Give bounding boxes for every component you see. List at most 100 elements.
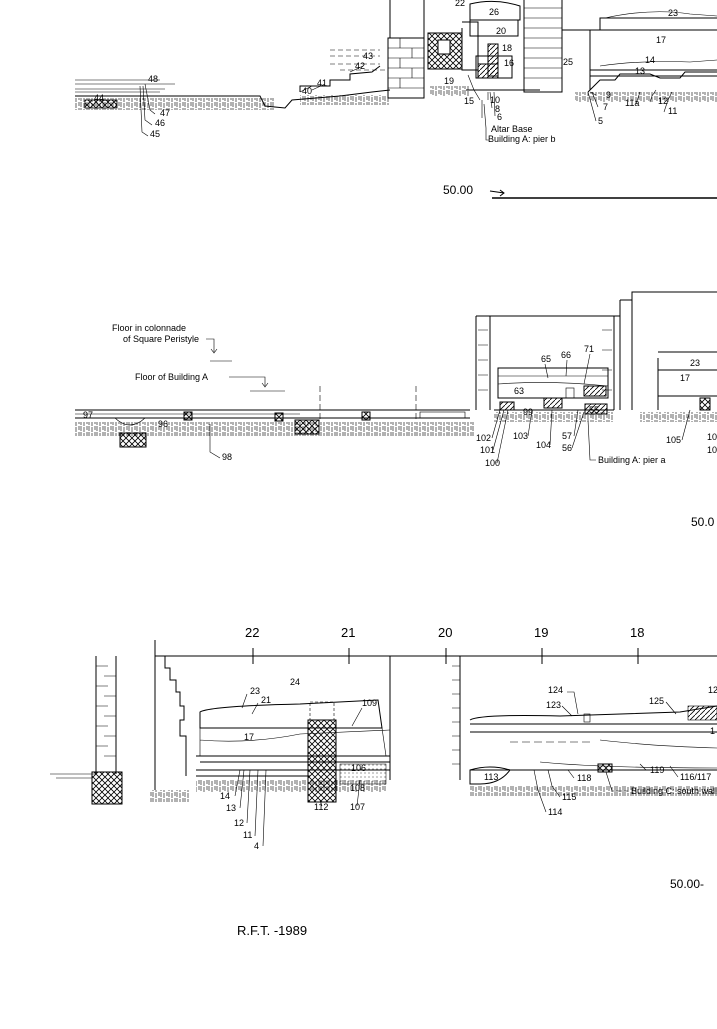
layer-label: 12 [708, 685, 717, 695]
layer-label: 57 [562, 431, 572, 441]
layer-label: 23 [668, 8, 678, 18]
layer-label: 19 [444, 76, 454, 86]
layer-label: 18 [502, 43, 512, 53]
layer-label: 65 [541, 354, 551, 364]
layer-label: 12 [658, 96, 668, 106]
layer-label: 99 [523, 407, 533, 417]
stone-column [523, 0, 563, 93]
layer-label: 11 [243, 830, 252, 840]
building-c-south-wall-label: Building C: south wall [631, 786, 717, 796]
layer-label: 107 [707, 445, 717, 455]
layer-label: 25 [563, 57, 573, 67]
layer-label: 102 [476, 433, 491, 443]
middle-section: Floor in colonnade of Square Peristyle F… [75, 291, 717, 529]
layer-label: 63 [514, 386, 524, 396]
grid-label: 22 [245, 625, 259, 640]
layer-label: 43 [363, 51, 373, 61]
layer-label: 1 [710, 726, 715, 736]
building-a-pier-a [475, 291, 717, 422]
top-section: 22 26 20 23 17 18 16 14 13 19 15 10 8 6 … [75, 0, 717, 199]
layer-label: 21 [261, 695, 271, 705]
layer-label: 98 [222, 452, 232, 462]
layer-label: 96 [158, 419, 168, 429]
layer-label: 13 [635, 66, 645, 76]
layer-label: 24 [290, 677, 300, 687]
left-pier [50, 656, 123, 805]
layer-label: 22 [455, 0, 465, 8]
altar-base-label: Altar Base [491, 124, 533, 134]
datum-label: 50.00- [670, 877, 704, 891]
layer-label: 10 [707, 432, 717, 442]
layer-label: 47 [160, 108, 170, 118]
colonnade-floor-label: Floor in colonnade [112, 323, 186, 333]
grid-label: 20 [438, 625, 452, 640]
layer-label: 5 [598, 116, 603, 126]
layer-label: 6 [497, 112, 502, 122]
layer-label: 41 [317, 78, 327, 88]
layer-label: 16 [504, 58, 514, 68]
layer-label: 112 [314, 802, 328, 812]
layer-label: 101 [480, 445, 495, 455]
datum-label: 50.0 [691, 515, 715, 529]
layer-label: 42 [355, 61, 365, 71]
grid-label: 19 [534, 625, 548, 640]
layer-label: 11 [668, 106, 677, 116]
layer-label: 46 [155, 118, 165, 128]
layer-label: 20 [496, 26, 506, 36]
layer-label: 23 [250, 686, 260, 696]
masonry-wall [387, 0, 425, 99]
drafter-signature: R.F.T. -1989 [237, 923, 307, 938]
layer-label: 106 [351, 763, 366, 773]
layer-label: 113 [484, 772, 498, 782]
layer-label: 104 [536, 440, 551, 450]
layer-label: 116/117 [680, 772, 711, 782]
layer-label: 17 [656, 35, 666, 45]
layer-label: 7 [603, 102, 608, 112]
layer-label: 45 [150, 129, 160, 139]
layer-label: 118 [577, 773, 591, 783]
layer-label: 114 [548, 807, 562, 817]
building-a-floor-label: Floor of Building A [135, 372, 208, 382]
layer-label: 23 [690, 358, 700, 368]
layer-label: 109 [362, 698, 377, 708]
layer-label: 100 [485, 458, 500, 468]
stepped-wall [150, 640, 190, 802]
layer-label: 15 [464, 96, 474, 106]
layer-label: 4 [254, 841, 259, 851]
layer-label: 48 [148, 74, 158, 84]
layer-label: 14 [645, 55, 655, 65]
layer-label: 40 [302, 86, 312, 96]
building-a-pier-a-label: Building A: pier a [598, 455, 666, 465]
layer-label: 55 [589, 405, 599, 415]
layer-label: 10 [490, 95, 500, 105]
layer-label: 9 [606, 90, 611, 100]
layer-label: 66 [561, 350, 571, 360]
peristyle-label: of Square Peristyle [123, 334, 199, 344]
datum-label: 50.00 [443, 183, 473, 197]
layer-label: 103 [513, 431, 528, 441]
grid-label: 21 [341, 625, 355, 640]
layer-label: 97 [83, 410, 93, 420]
layer-label: 44 [94, 93, 104, 103]
layer-label: 123 [546, 700, 561, 710]
layer-label: 56 [562, 443, 572, 453]
layer-label: 71 [584, 344, 594, 354]
layer-label: 124 [548, 685, 563, 695]
layer-label: 105 [666, 435, 681, 445]
layer-label: 125 [649, 696, 664, 706]
layer-label: 12 [234, 818, 244, 828]
layer-label: 26 [489, 7, 499, 17]
layer-label: 107 [350, 802, 365, 812]
layer-label: 115 [562, 792, 576, 802]
layer-label: 8 [495, 104, 500, 114]
layer-label: 17 [244, 732, 254, 742]
building-a-pier-b-label: Building A: pier b [488, 134, 556, 144]
layer-label: 108 [350, 783, 365, 793]
layer-label: 119 [650, 765, 664, 775]
layer-label: 13 [226, 803, 236, 813]
layer-label: 17 [680, 373, 690, 383]
